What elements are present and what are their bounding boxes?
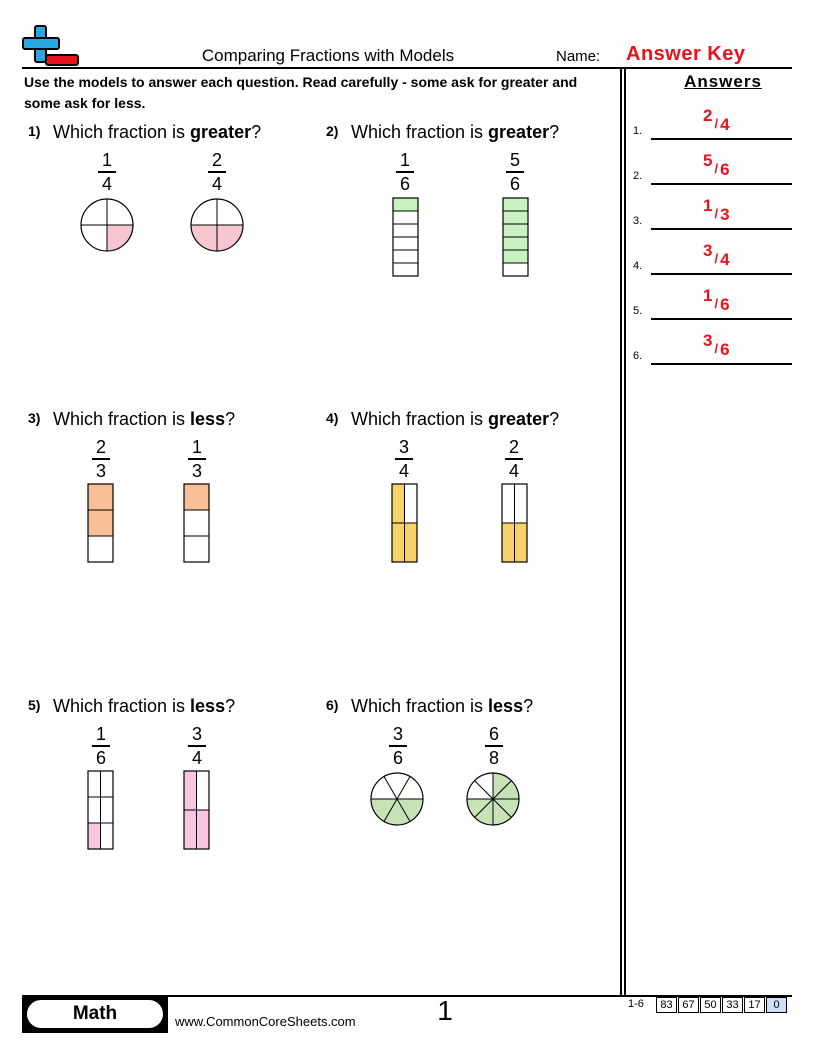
answer-number: 5. (633, 305, 643, 317)
answer-fraction: 1/6 (703, 286, 730, 314)
worksheet-title: Comparing Fractions with Models (201, 46, 455, 65)
answer-fraction: 3/4 (703, 241, 730, 269)
answer-line (651, 273, 792, 275)
circle-model-b (190, 198, 244, 252)
answer-number: 2. (633, 170, 643, 182)
circle-model-b (466, 772, 520, 826)
question-keyword: greater (190, 122, 252, 142)
answers-heading: Answers (684, 72, 762, 91)
website-link[interactable]: www.CommonCoreSheets.com (175, 1014, 356, 1029)
answer-fraction: 1/3 (703, 196, 730, 224)
question-text: Which fraction is greater? (53, 122, 262, 142)
answer-number: 3. (633, 215, 643, 227)
grid-model-a (391, 483, 418, 563)
circle-model-a (80, 198, 134, 252)
answer-fraction: 5/6 (703, 151, 730, 179)
answer-number: 4. (633, 260, 643, 272)
column-divider (620, 67, 626, 996)
question-number: 5) (28, 697, 41, 713)
question-keyword: less (190, 696, 226, 716)
answer-line (651, 318, 792, 320)
subject-badge: Math (25, 998, 165, 1030)
question-keyword: greater (488, 409, 550, 429)
question-text: Which fraction is greater? (351, 122, 560, 142)
answer-key-label: Answer Key (626, 43, 746, 65)
answer-line (651, 183, 792, 185)
circle-model-a (370, 772, 424, 826)
question-number: 4) (326, 410, 339, 426)
question-text: Which fraction is less? (53, 696, 236, 716)
answer-line (651, 138, 792, 140)
score-cell: 50 (700, 997, 721, 1013)
header-rule (22, 67, 792, 69)
answer-line (651, 228, 792, 230)
question-number: 3) (28, 410, 41, 426)
question-number: 2) (326, 123, 339, 139)
question-keyword: greater (488, 122, 550, 142)
score-cell: 0 (766, 997, 787, 1013)
answer-number: 1. (633, 125, 643, 137)
grid-model-a (87, 770, 114, 850)
question-text: Which fraction is greater? (351, 409, 560, 429)
question-number: 6) (326, 697, 339, 713)
question-text: Which fraction is less? (53, 409, 236, 429)
bar-model-a (392, 197, 419, 277)
answer-line (651, 363, 792, 365)
bar-model-b (183, 483, 210, 563)
answer-number: 6. (633, 350, 643, 362)
answer-fraction: 2/4 (703, 106, 730, 134)
grid-model-b (183, 770, 210, 850)
footer-rule (22, 995, 792, 997)
question-text: Which fraction is less? (351, 696, 534, 716)
bar-model-b (502, 197, 529, 277)
score-table: 83 67 50 33 17 0 (656, 997, 788, 1013)
answer-fraction: 3/6 (703, 331, 730, 359)
name-label: Name: (556, 48, 601, 65)
question-number: 1) (28, 123, 41, 139)
plus-minus-logo-icon (22, 25, 79, 66)
question-keyword: less (190, 409, 226, 429)
score-range: 1-6 (628, 998, 644, 1010)
bar-model-a (87, 483, 114, 563)
grid-model-b (501, 483, 528, 563)
page-number: 1 (437, 995, 453, 1026)
instructions: Use the models to answer each question. … (24, 74, 578, 111)
score-cell: 83 (656, 997, 677, 1013)
score-cell: 17 (744, 997, 765, 1013)
score-cell: 33 (722, 997, 743, 1013)
score-cell: 67 (678, 997, 699, 1013)
question-keyword: less (488, 696, 524, 716)
